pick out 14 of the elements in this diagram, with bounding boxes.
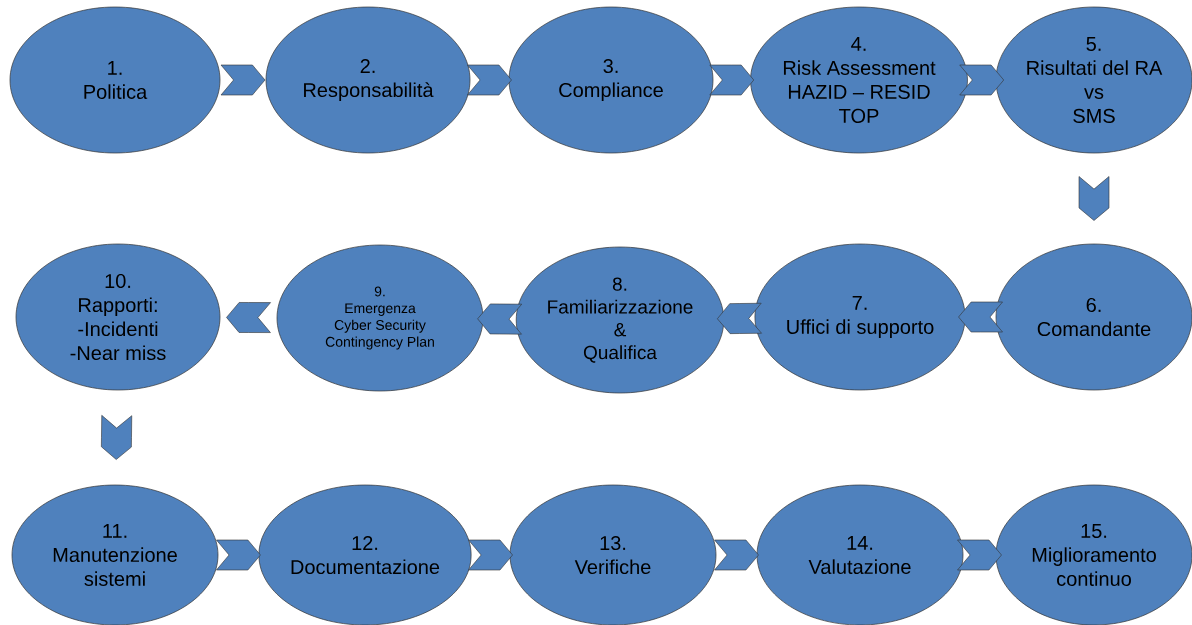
chevron-arrow <box>709 64 755 96</box>
chevron-arrow <box>1078 176 1110 221</box>
chevron-arrow <box>467 64 512 96</box>
chevron-arrow <box>959 64 1005 96</box>
chevron-arrow <box>101 415 133 460</box>
chevron-arrow <box>714 539 759 571</box>
chevron-arrow <box>220 64 266 96</box>
chevron-arrow <box>717 302 762 334</box>
chevron-arrow <box>468 539 513 571</box>
chevron-arrow <box>958 301 1003 333</box>
chevron-arrow <box>957 539 1002 571</box>
chevron-arrow <box>477 303 523 335</box>
chevron-arrow <box>216 539 261 571</box>
chevron-arrow <box>226 302 271 333</box>
